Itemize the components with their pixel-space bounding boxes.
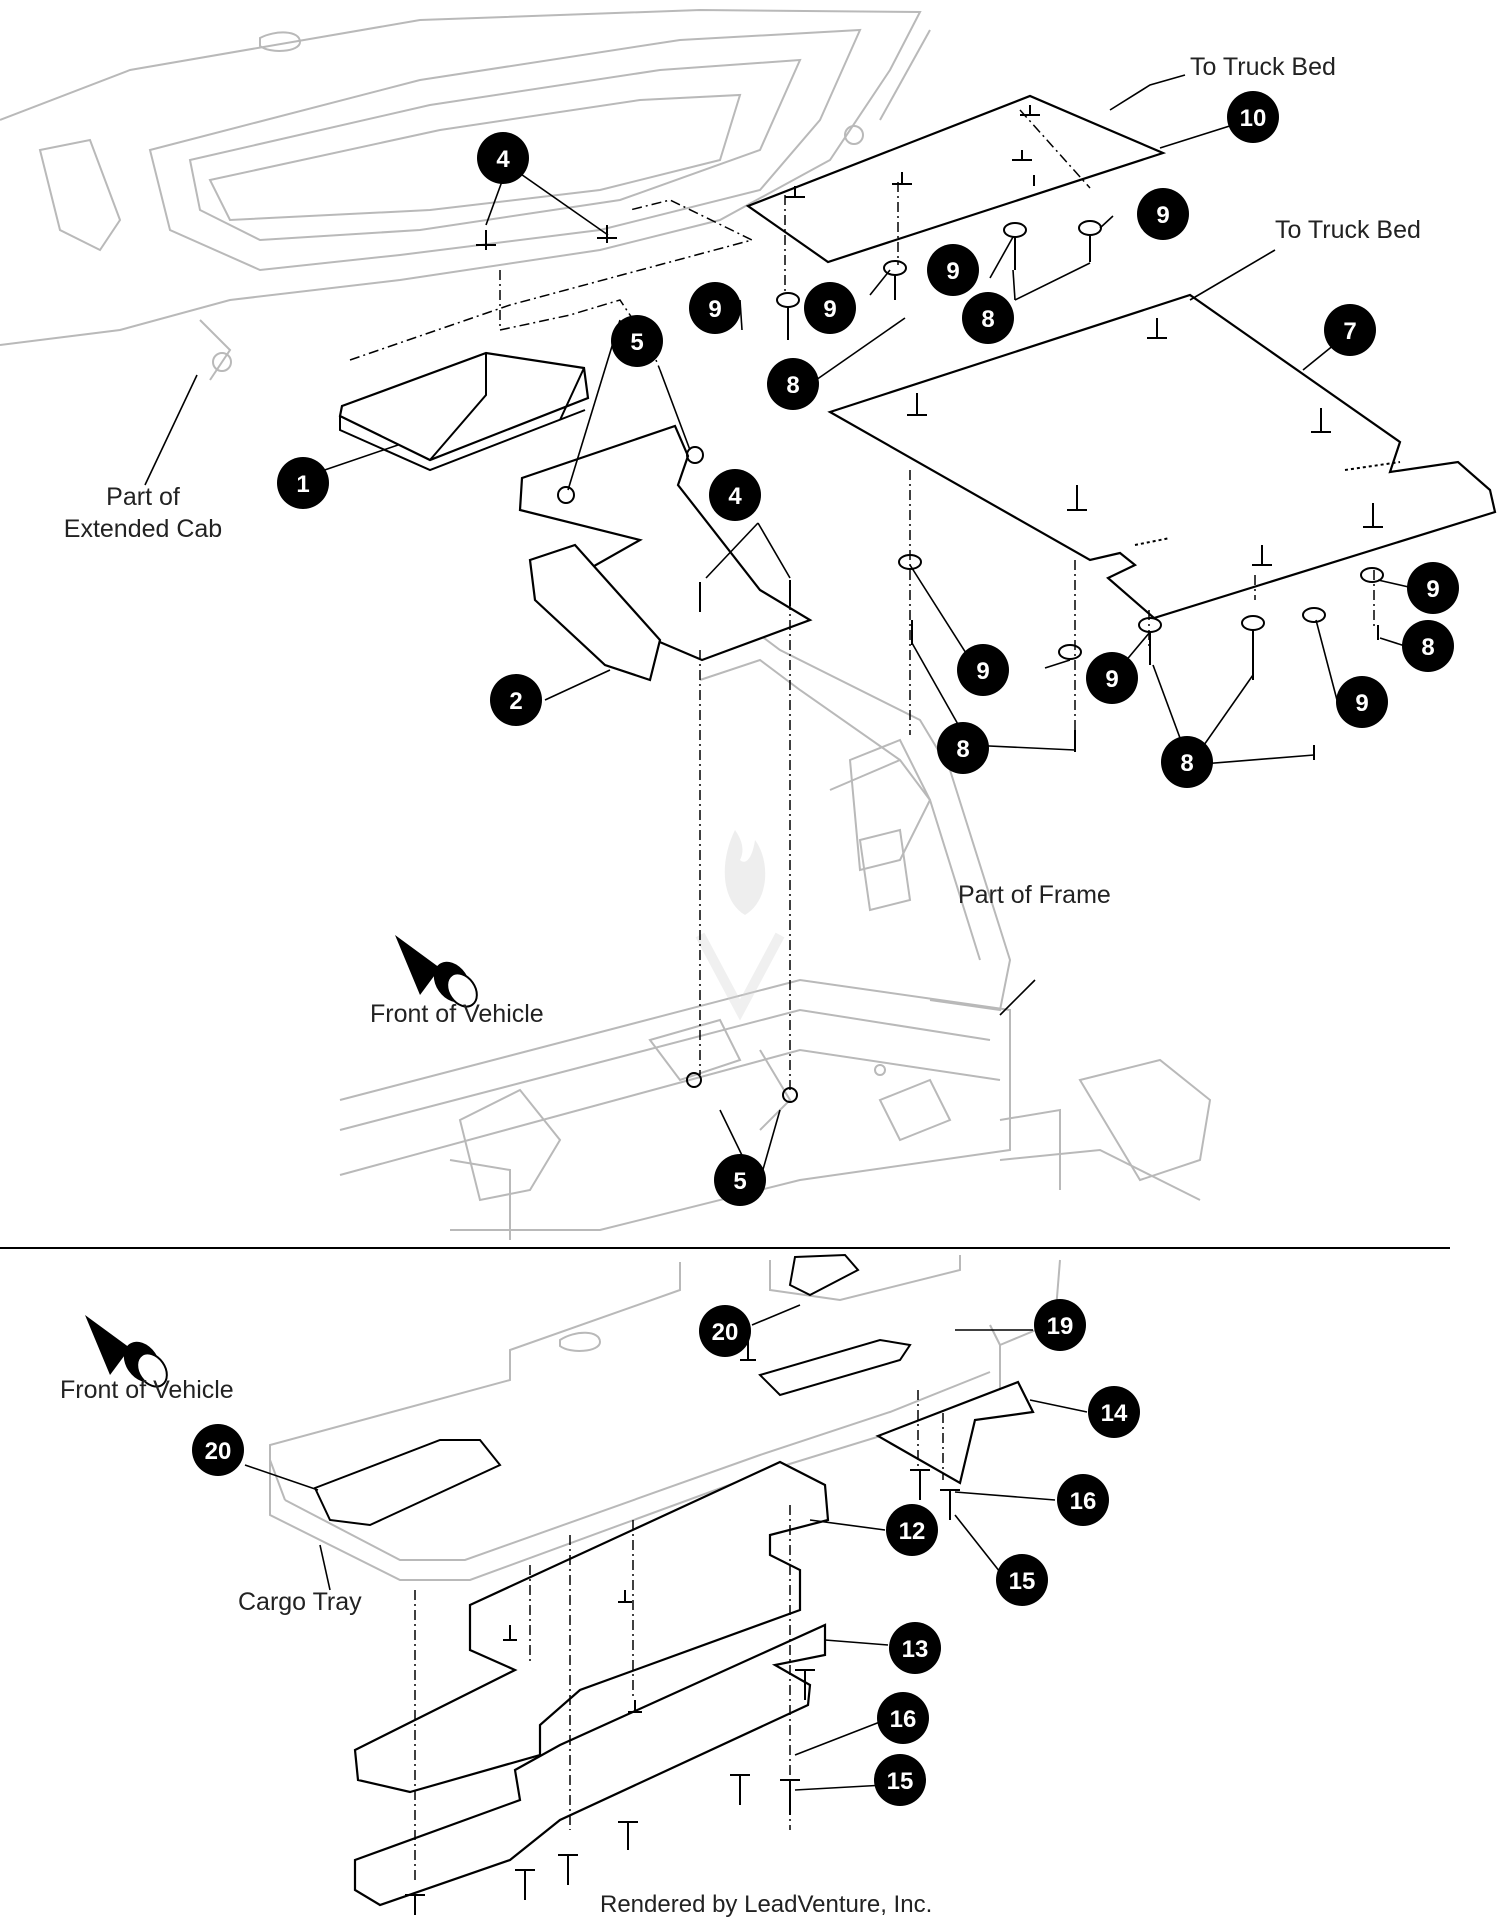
callout-10: 10: [1227, 91, 1279, 143]
svg-text:8: 8: [1421, 634, 1434, 661]
label-part-of-frame: Part of Frame: [958, 881, 1111, 909]
svg-text:20: 20: [712, 1319, 739, 1346]
callout-12: 12: [886, 1504, 938, 1556]
callout-8-b: 8: [767, 358, 819, 410]
callouts: 10 4 9 9 9 9 7 8 8 5 1 4 2 9 9 8 9 9 8 8…: [192, 91, 1459, 1806]
credit-text: Rendered by LeadVenture, Inc.: [600, 1891, 932, 1918]
callout-9-d: 9: [927, 244, 979, 296]
panel-13: [353, 1623, 827, 1907]
svg-text:9: 9: [1355, 690, 1368, 717]
callout-15-b: 15: [874, 1754, 926, 1806]
callout-16-a: 16: [1057, 1474, 1109, 1526]
callout-9-a: 9: [1137, 188, 1189, 240]
svg-text:8: 8: [956, 736, 969, 763]
svg-text:14: 14: [1101, 1400, 1128, 1427]
panel-14: [875, 1380, 1035, 1485]
cargo-tray-outline: [269, 1253, 1061, 1581]
label-front-of-vehicle-upper: Front of Vehicle: [370, 1000, 544, 1028]
svg-text:5: 5: [733, 1168, 746, 1195]
front-arrow-lower-icon: [85, 1315, 168, 1388]
callout-1: 1: [277, 457, 329, 509]
hardware-upper: [476, 220, 1384, 1103]
svg-text:15: 15: [887, 1768, 914, 1795]
svg-text:5: 5: [630, 329, 643, 356]
callout-8-e: 8: [1161, 736, 1213, 788]
svg-text:7: 7: [1343, 318, 1356, 345]
callout-19: 19: [1034, 1299, 1086, 1351]
callout-9-g: 9: [1086, 652, 1138, 704]
svg-text:2: 2: [509, 688, 522, 715]
bracket-dash-outline: [349, 199, 755, 361]
callout-8-a: 8: [962, 292, 1014, 344]
panel-10: [745, 94, 1167, 264]
panel-12: [353, 1460, 830, 1794]
svg-text:9: 9: [1156, 202, 1169, 229]
callout-8-c: 8: [1402, 620, 1454, 672]
label-part-of-extended-cab-line2: Extended Cab: [64, 515, 222, 543]
label-to-truck-bed-mid: To Truck Bed: [1275, 216, 1421, 244]
callout-9-f: 9: [957, 644, 1009, 696]
label-cargo-tray: Cargo Tray: [238, 1588, 362, 1616]
svg-text:19: 19: [1047, 1313, 1074, 1340]
svg-text:9: 9: [1105, 666, 1118, 693]
extended-cab-outline: [0, 8, 931, 381]
svg-text:1: 1: [296, 471, 309, 498]
svg-text:16: 16: [1070, 1488, 1097, 1515]
callout-9-b: 9: [689, 282, 741, 334]
panel-10-pins: [785, 105, 1040, 198]
label-front-of-vehicle-lower: Front of Vehicle: [60, 1376, 234, 1404]
callout-9-h: 9: [1336, 676, 1388, 728]
callout-15-a: 15: [996, 1554, 1048, 1606]
callout-20-b: 20: [192, 1424, 244, 1476]
svg-text:8: 8: [1180, 750, 1193, 777]
svg-text:4: 4: [728, 483, 742, 510]
bracket-1: [338, 351, 590, 462]
callout-2: 2: [490, 674, 542, 726]
svg-text:12: 12: [899, 1518, 926, 1545]
frame-outline: [339, 618, 1212, 1240]
callout-5-a: 5: [611, 315, 663, 367]
svg-text:8: 8: [786, 372, 799, 399]
panel-7: [827, 293, 1497, 620]
leader-lines-lower: [244, 1304, 1088, 1791]
callout-14: 14: [1088, 1386, 1140, 1438]
svg-text:9: 9: [823, 296, 836, 323]
svg-text:4: 4: [496, 146, 510, 173]
callout-8-d: 8: [937, 722, 989, 774]
callout-20-a: 20: [699, 1305, 751, 1357]
front-arrow-upper-icon: [395, 935, 478, 1008]
callout-7: 7: [1324, 304, 1376, 356]
watermark-logo: [695, 830, 785, 1021]
callout-5-b: 5: [714, 1154, 766, 1206]
callout-4-b: 4: [709, 469, 761, 521]
label-part-of-extended-cab-line1: Part of: [106, 483, 180, 511]
svg-text:9: 9: [1426, 576, 1439, 603]
svg-text:9: 9: [976, 658, 989, 685]
panel-7-pins: [907, 318, 1401, 566]
callout-4-a: 4: [477, 132, 529, 184]
svg-text:9: 9: [708, 296, 721, 323]
svg-text:15: 15: [1009, 1568, 1036, 1595]
svg-text:20: 20: [205, 1438, 232, 1465]
callout-9-c: 9: [804, 282, 856, 334]
label-to-truck-bed-top: To Truck Bed: [1190, 53, 1336, 81]
callout-9-e: 9: [1407, 562, 1459, 614]
svg-text:10: 10: [1240, 105, 1267, 132]
svg-text:8: 8: [981, 306, 994, 333]
svg-text:16: 16: [890, 1706, 917, 1733]
callout-13: 13: [889, 1622, 941, 1674]
svg-text:9: 9: [946, 258, 959, 285]
hardware-lower: [405, 1340, 960, 1915]
svg-text:13: 13: [902, 1636, 929, 1663]
callout-16-b: 16: [877, 1692, 929, 1744]
